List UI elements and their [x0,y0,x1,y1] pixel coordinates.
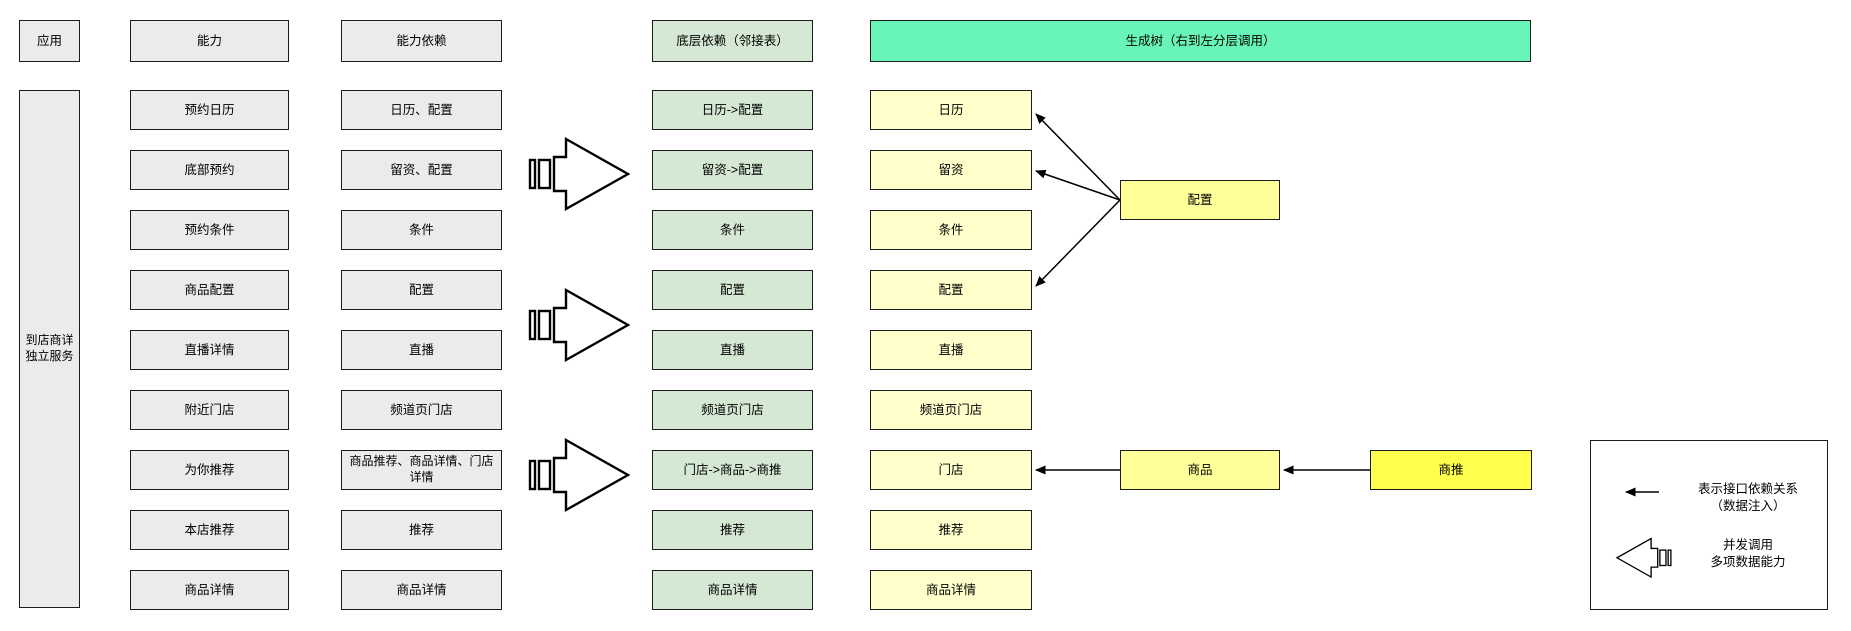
tree-node-config: 配置 [1120,180,1280,220]
app-service-box: 到店商详独立服务 [19,90,80,608]
legend-concurrent-label-line2: 多项数据能力 [1710,554,1786,569]
base-dep-box: 日历->配置 [652,90,813,130]
tree-leaf-box: 条件 [870,210,1032,250]
header-app: 应用 [19,20,80,62]
header-capability: 能力 [130,20,289,62]
legend-dependency-label: 表示接口依赖关系 （数据注入） [1663,481,1833,515]
capability-dep-box: 日历、配置 [341,90,502,130]
legend-concurrent-label: 并发调用 多项数据能力 [1663,537,1833,571]
capability-dep-box: 条件 [341,210,502,250]
base-dep-box: 频道页门店 [652,390,813,430]
capability-dep-box: 推荐 [341,510,502,550]
capability-box: 商品配置 [130,270,289,310]
header-tree: 生成树（右到左分层调用） [870,20,1531,62]
capability-dep-box: 商品详情 [341,570,502,610]
header-capability-dep: 能力依赖 [341,20,502,62]
dependency-arrow-config-to-calendar [1035,113,1121,201]
capability-dep-box: 商品推荐、商品详情、门店详情 [341,450,502,490]
base-dep-box: 直播 [652,330,813,370]
tree-leaf-box: 日历 [870,90,1032,130]
capability-box: 附近门店 [130,390,289,430]
capability-box: 底部预约 [130,150,289,190]
legend-dependency-label-line2: （数据注入） [1710,498,1786,513]
base-dep-box: 推荐 [652,510,813,550]
base-dep-box: 门店->商品->商推 [652,450,813,490]
tree-node-product: 商品 [1120,450,1280,490]
concurrent-call-arrow-icon [528,137,630,211]
dependency-arrow-config-to-config [1035,199,1121,287]
tree-leaf-box: 商品详情 [870,570,1032,610]
capability-dep-box: 直播 [341,330,502,370]
capability-dep-box: 留资、配置 [341,150,502,190]
dependency-arrow-config-to-leads [1035,169,1121,201]
capability-box: 预约日历 [130,90,289,130]
legend-concurrent-label-line1: 并发调用 [1722,538,1773,552]
capability-dep-box: 配置 [341,270,502,310]
base-dep-box: 留资->配置 [652,150,813,190]
capability-dep-box: 频道页门店 [341,390,502,430]
capability-box: 预约条件 [130,210,289,250]
legend-box [1590,440,1828,610]
tree-leaf-box: 推荐 [870,510,1032,550]
header-base-dep: 底层依赖（邻接表） [652,20,813,62]
capability-box: 为你推荐 [130,450,289,490]
concurrent-call-arrow-icon [528,438,630,512]
base-dep-box: 配置 [652,270,813,310]
capability-box: 商品详情 [130,570,289,610]
tree-leaf-box: 留资 [870,150,1032,190]
legend-dependency-label-line1: 表示接口依赖关系 [1697,482,1798,496]
base-dep-box: 商品详情 [652,570,813,610]
concurrent-call-arrow-icon [528,288,630,362]
base-dep-box: 条件 [652,210,813,250]
capability-box: 本店推荐 [130,510,289,550]
tree-leaf-box: 配置 [870,270,1032,310]
tree-node-product-rec: 商推 [1370,450,1532,490]
tree-leaf-box: 频道页门店 [870,390,1032,430]
tree-leaf-box: 门店 [870,450,1032,490]
tree-leaf-box: 直播 [870,330,1032,370]
capability-box: 直播详情 [130,330,289,370]
